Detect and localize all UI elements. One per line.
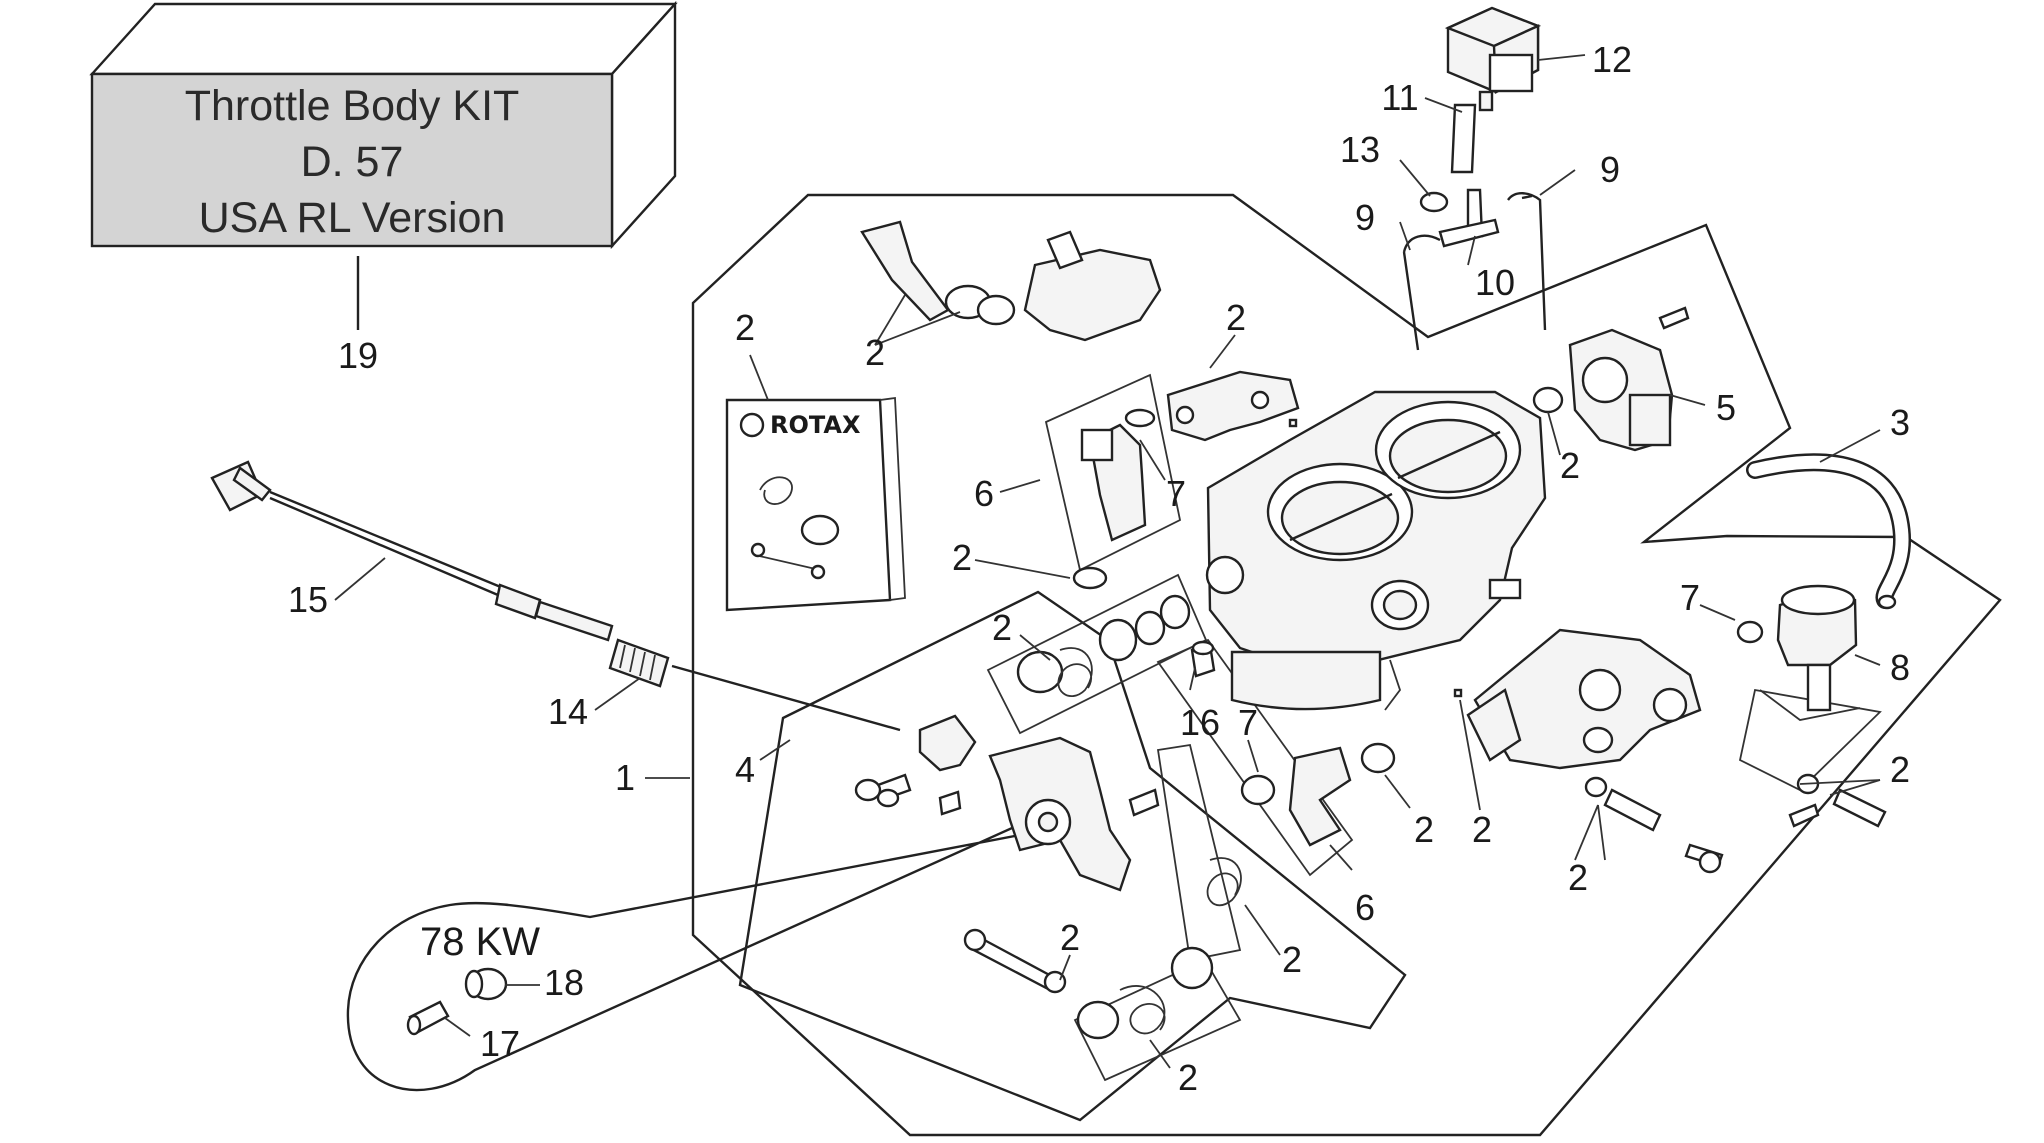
throttle-position-sensor <box>1532 306 1690 452</box>
callout-4: 4 <box>735 749 755 790</box>
callout-17: 17 <box>480 1023 520 1064</box>
callout-2-fittings-right: 2 <box>1890 749 1910 790</box>
callout-2-banjo: 2 <box>865 332 885 373</box>
kit-title-line1: Throttle Body KIT <box>185 82 520 130</box>
callout-12: 12 <box>1592 39 1632 80</box>
callout-16: 16 <box>1180 702 1220 743</box>
throttle-lever-assembly <box>854 594 1242 1040</box>
callout-5: 5 <box>1716 387 1736 428</box>
callout-8: 8 <box>1890 647 1910 688</box>
kw-detail-bubble: 78 KW <box>346 826 1023 1092</box>
kit-box: Throttle Body KIT D. 57 USA RL Version <box>89 0 678 330</box>
service-manual-booklet: ROTAX <box>725 396 906 612</box>
callout-13: 13 <box>1340 129 1380 170</box>
callout-6-lower: 6 <box>1355 887 1375 928</box>
throttle-body <box>1205 390 1547 711</box>
main-kit-outline <box>691 193 2002 1137</box>
fuel-hose <box>1746 453 1911 610</box>
callout-7-right: 7 <box>1680 577 1700 618</box>
callout-9-left: 9 <box>1355 197 1375 238</box>
callout-14: 14 <box>548 691 588 732</box>
kit-title-line3: USA RL Version <box>199 194 506 242</box>
kw-label: 78 KW <box>420 920 540 964</box>
callout-labels: 19 12 11 13 9 9 10 2 2 2 5 2 3 6 7 2 15 … <box>288 39 1910 1098</box>
pedal-assembly-outline <box>738 590 1407 1122</box>
callout-2-manual: 2 <box>735 307 755 348</box>
callout-2-bracket: 2 <box>1226 297 1246 338</box>
injector-outline-left <box>1044 373 1182 572</box>
spring-set-outline-mid <box>1156 743 1242 962</box>
throttle-cable <box>210 460 901 732</box>
manual-brand-label: ROTAX <box>770 411 861 439</box>
callout-1: 1 <box>615 757 635 798</box>
callout-2-link-rod: 2 <box>1060 917 1080 958</box>
leader-lines <box>334 54 1881 1069</box>
callout-2-rail-bracket: 2 <box>1472 809 1492 850</box>
mounting-bracket <box>1166 370 1300 442</box>
callout-2-tps: 2 <box>1560 445 1580 486</box>
callout-18: 18 <box>544 962 584 1003</box>
kit-title-line2: D. 57 <box>301 138 404 186</box>
small-fasteners <box>1190 418 1861 721</box>
callout-2-springs-top: 2 <box>992 607 1012 648</box>
callout-10: 10 <box>1475 262 1515 303</box>
callout-2-springs-bottom: 2 <box>1178 1057 1198 1098</box>
callout-9-right: 9 <box>1600 149 1620 190</box>
map-sensor <box>1402 6 1547 351</box>
callout-2-lower-ring: 2 <box>1414 809 1434 850</box>
banjo-fitting <box>860 220 1162 342</box>
callout-11: 11 <box>1381 77 1418 118</box>
fuel-injector-lower <box>1240 742 1396 847</box>
callout-15: 15 <box>288 579 328 620</box>
callout-2-spring-mid: 2 <box>1282 939 1302 980</box>
callout-7-upper: 7 <box>1166 473 1186 514</box>
callout-19: 19 <box>338 335 378 376</box>
callout-2-injector: 2 <box>952 537 972 578</box>
callout-6-upper: 6 <box>974 473 994 514</box>
fuel-rail-assembly <box>1466 584 1887 874</box>
fuel-injector-upper <box>1072 408 1156 590</box>
callout-3: 3 <box>1890 402 1910 443</box>
callout-2-fittings-left: 2 <box>1568 857 1588 898</box>
callout-7-lower: 7 <box>1238 702 1258 743</box>
